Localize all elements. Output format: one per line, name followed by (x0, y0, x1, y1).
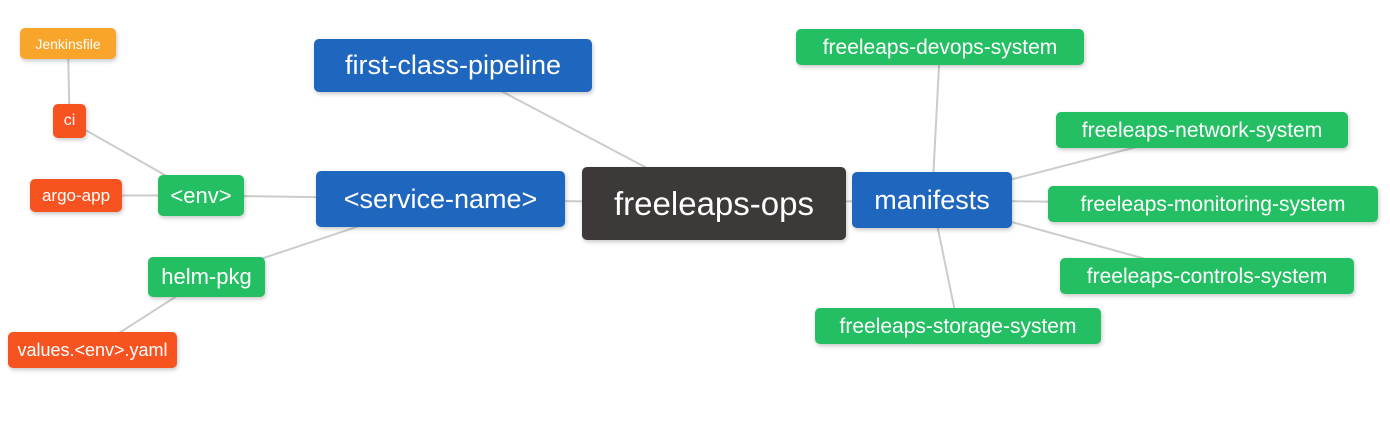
node-label: freeleaps-devops-system (822, 35, 1058, 59)
node-helm-pkg[interactable]: helm-pkg (148, 257, 265, 297)
node-first-class-pipeline[interactable]: first-class-pipeline (314, 39, 592, 92)
node-freeleaps-storage-system[interactable]: freeleaps-storage-system (815, 308, 1101, 344)
node-argo-app[interactable]: argo-app (30, 179, 122, 212)
node-freeleaps-ops[interactable]: freeleaps-ops (582, 167, 846, 240)
node-manifests[interactable]: manifests (852, 172, 1012, 228)
node-freeleaps-devops-system[interactable]: freeleaps-devops-system (796, 29, 1084, 65)
node-label: Jenkinsfile (35, 35, 101, 52)
node-values-env-yaml[interactable]: values.<env>.yaml (8, 332, 177, 368)
node-freeleaps-network-system[interactable]: freeleaps-network-system (1056, 112, 1348, 148)
node-label: <env> (170, 182, 232, 208)
node-label: freeleaps-monitoring-system (1080, 192, 1346, 216)
node-service-name[interactable]: <service-name> (316, 171, 565, 227)
node-freeleaps-controls-system[interactable]: freeleaps-controls-system (1060, 258, 1354, 294)
node-env[interactable]: <env> (158, 175, 244, 216)
node-freeleaps-monitoring-system[interactable]: freeleaps-monitoring-system (1048, 186, 1378, 222)
node-label: ci (63, 112, 76, 129)
node-label: freeleaps-network-system (1081, 118, 1323, 142)
node-label: values.<env>.yaml (17, 340, 168, 360)
node-label: freeleaps-ops (614, 185, 814, 222)
node-ci[interactable]: ci (53, 104, 86, 138)
node-label: freeleaps-controls-system (1086, 264, 1328, 288)
node-label: freeleaps-storage-system (839, 314, 1077, 338)
node-label: helm-pkg (161, 264, 252, 289)
node-jenkinsfile[interactable]: Jenkinsfile (20, 28, 116, 59)
node-label: first-class-pipeline (344, 50, 562, 80)
node-label: manifests (874, 184, 990, 215)
node-label: <service-name> (343, 183, 538, 214)
node-label: argo-app (41, 186, 111, 205)
